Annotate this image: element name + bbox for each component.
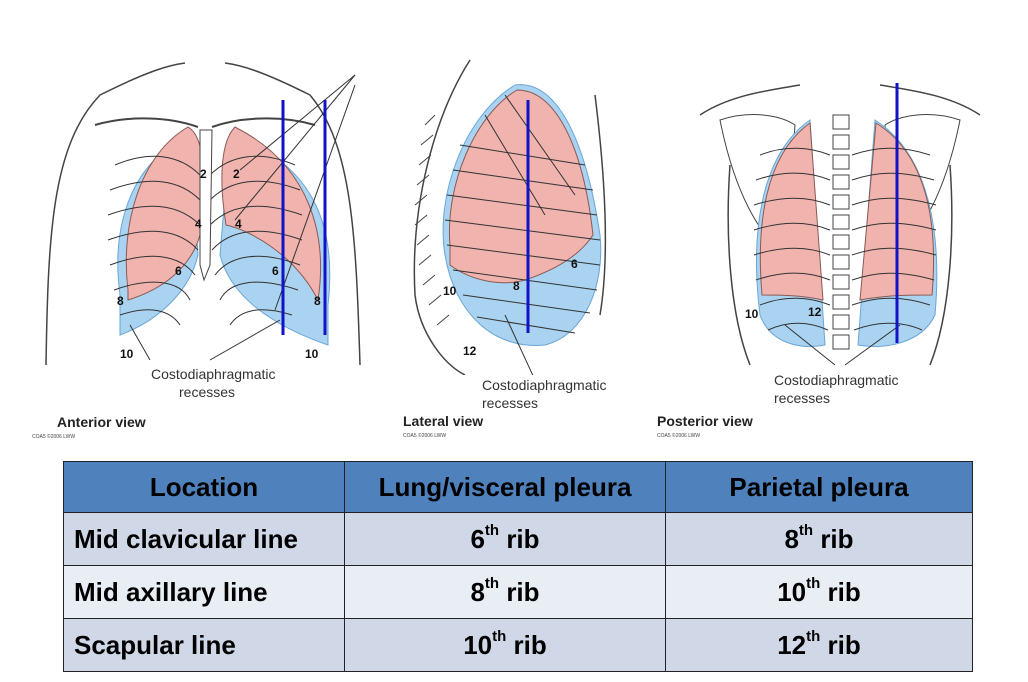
rib-label: 4 xyxy=(235,217,242,231)
posterior-leader-lines xyxy=(784,324,901,366)
rib-label: 6 xyxy=(272,264,279,278)
rib-label: 10 xyxy=(305,347,319,361)
value-unit: rib xyxy=(813,523,854,554)
caption-line: Costodiaphragmatic xyxy=(151,366,276,382)
value-unit: rib xyxy=(820,629,861,660)
value-number: 6 xyxy=(470,523,485,554)
row-location: Mid clavicular line xyxy=(63,512,345,566)
value-number: 10 xyxy=(463,629,493,660)
anterior-view-svg: 2 2 4 4 6 6 8 8 10 10 xyxy=(45,62,361,366)
value-unit: rib xyxy=(820,576,861,607)
clavicle-left xyxy=(94,117,199,128)
rib-label: 6 xyxy=(571,257,578,271)
ordinal-suffix: th xyxy=(798,521,814,539)
lateral-view-title: Lateral view xyxy=(403,413,484,429)
header-parietal: Parietal pleura xyxy=(665,461,973,513)
lateral-body-outline xyxy=(413,59,607,375)
caption-line: recesses xyxy=(482,395,539,411)
anterior-caption: Costodiaphragmatic recesses xyxy=(151,365,276,401)
pleural-reflection-table: Location Lung/visceral pleura Parietal p… xyxy=(63,461,973,672)
rib-label: 10 xyxy=(745,307,759,321)
value-unit: rib xyxy=(499,576,540,607)
rib-label: 12 xyxy=(808,305,822,319)
posterior-left-lung xyxy=(759,122,824,301)
rib-label: 2 xyxy=(233,167,240,181)
posterior-body-outline xyxy=(699,84,981,366)
anterior-ribs xyxy=(107,155,303,326)
lateral-credit: COA5 ©2006 LWW xyxy=(403,433,447,439)
ordinal-suffix: th xyxy=(492,627,507,645)
posterior-view-title: Posterior view xyxy=(657,413,753,429)
row-parietal: 12th rib xyxy=(665,618,973,672)
value-number: 10 xyxy=(777,576,807,607)
clavicle-right xyxy=(211,117,316,128)
posterior-view-illustration: 10 12 xyxy=(690,55,990,375)
rib-label: 4 xyxy=(195,217,202,231)
rib-label: 8 xyxy=(117,294,124,308)
rib-label: 8 xyxy=(513,279,520,293)
row-visceral: 6th rib xyxy=(344,512,666,566)
anterior-view-title: Anterior view xyxy=(57,414,146,430)
table-row: Mid clavicular line 6th rib 8th rib xyxy=(63,512,973,566)
rib-label: 6 xyxy=(175,264,182,278)
value-number: 12 xyxy=(777,629,807,660)
sternum xyxy=(199,129,213,282)
rib-label: 12 xyxy=(463,344,477,358)
caption-line: Costodiaphragmatic xyxy=(774,372,899,388)
caption-line: recesses xyxy=(774,390,831,406)
lateral-view-illustration: 6 8 10 12 xyxy=(405,55,630,375)
posterior-view-svg: 10 12 xyxy=(699,83,981,366)
leader-lines xyxy=(129,74,356,361)
lateral-view-svg: 6 8 10 12 xyxy=(413,59,607,375)
anterior-view-illustration: 2 2 4 4 6 6 8 8 10 10 xyxy=(40,55,370,375)
value-number: 8 xyxy=(784,523,799,554)
rib-label: 2 xyxy=(200,167,207,181)
value-unit: rib xyxy=(499,523,540,554)
anterior-credit: COA5 ©2006 LWW xyxy=(32,434,76,440)
vertebral-column xyxy=(832,114,850,350)
row-visceral: 8th rib xyxy=(344,565,666,619)
row-location: Scapular line xyxy=(63,618,345,672)
header-location: Location xyxy=(63,461,345,513)
row-location: Mid axillary line xyxy=(63,565,345,619)
header-visceral: Lung/visceral pleura xyxy=(344,461,666,513)
anterior-left-lung xyxy=(125,126,205,301)
posterior-ribs xyxy=(753,147,937,331)
lateral-leader-line xyxy=(504,314,534,375)
ordinal-suffix: th xyxy=(484,521,500,539)
posterior-caption: Costodiaphragmatic recesses xyxy=(774,371,899,407)
lateral-spine xyxy=(414,114,450,326)
lateral-caption: Costodiaphragmatic recesses xyxy=(482,376,607,412)
rib-label: 10 xyxy=(120,347,134,361)
posterior-credit: COA5 ©2006 LWW xyxy=(657,433,701,439)
caption-line: Costodiaphragmatic xyxy=(482,377,607,393)
value-unit: rib xyxy=(506,629,547,660)
row-visceral: 10th rib xyxy=(344,618,666,672)
value-number: 8 xyxy=(470,576,485,607)
table-row: Scapular line 10th rib 12th rib xyxy=(63,618,973,672)
table-header-row: Location Lung/visceral pleura Parietal p… xyxy=(63,461,973,513)
ordinal-suffix: th xyxy=(806,627,821,645)
ordinal-suffix: th xyxy=(484,574,500,592)
ordinal-suffix: th xyxy=(806,574,821,592)
caption-line: recesses xyxy=(179,384,236,400)
anterior-right-lung xyxy=(221,126,321,302)
rib-label: 10 xyxy=(443,284,457,298)
table-row: Mid axillary line 8th rib 10th rib xyxy=(63,565,973,619)
rib-label: 8 xyxy=(314,294,321,308)
row-parietal: 8th rib xyxy=(665,512,973,566)
row-parietal: 10th rib xyxy=(665,565,973,619)
